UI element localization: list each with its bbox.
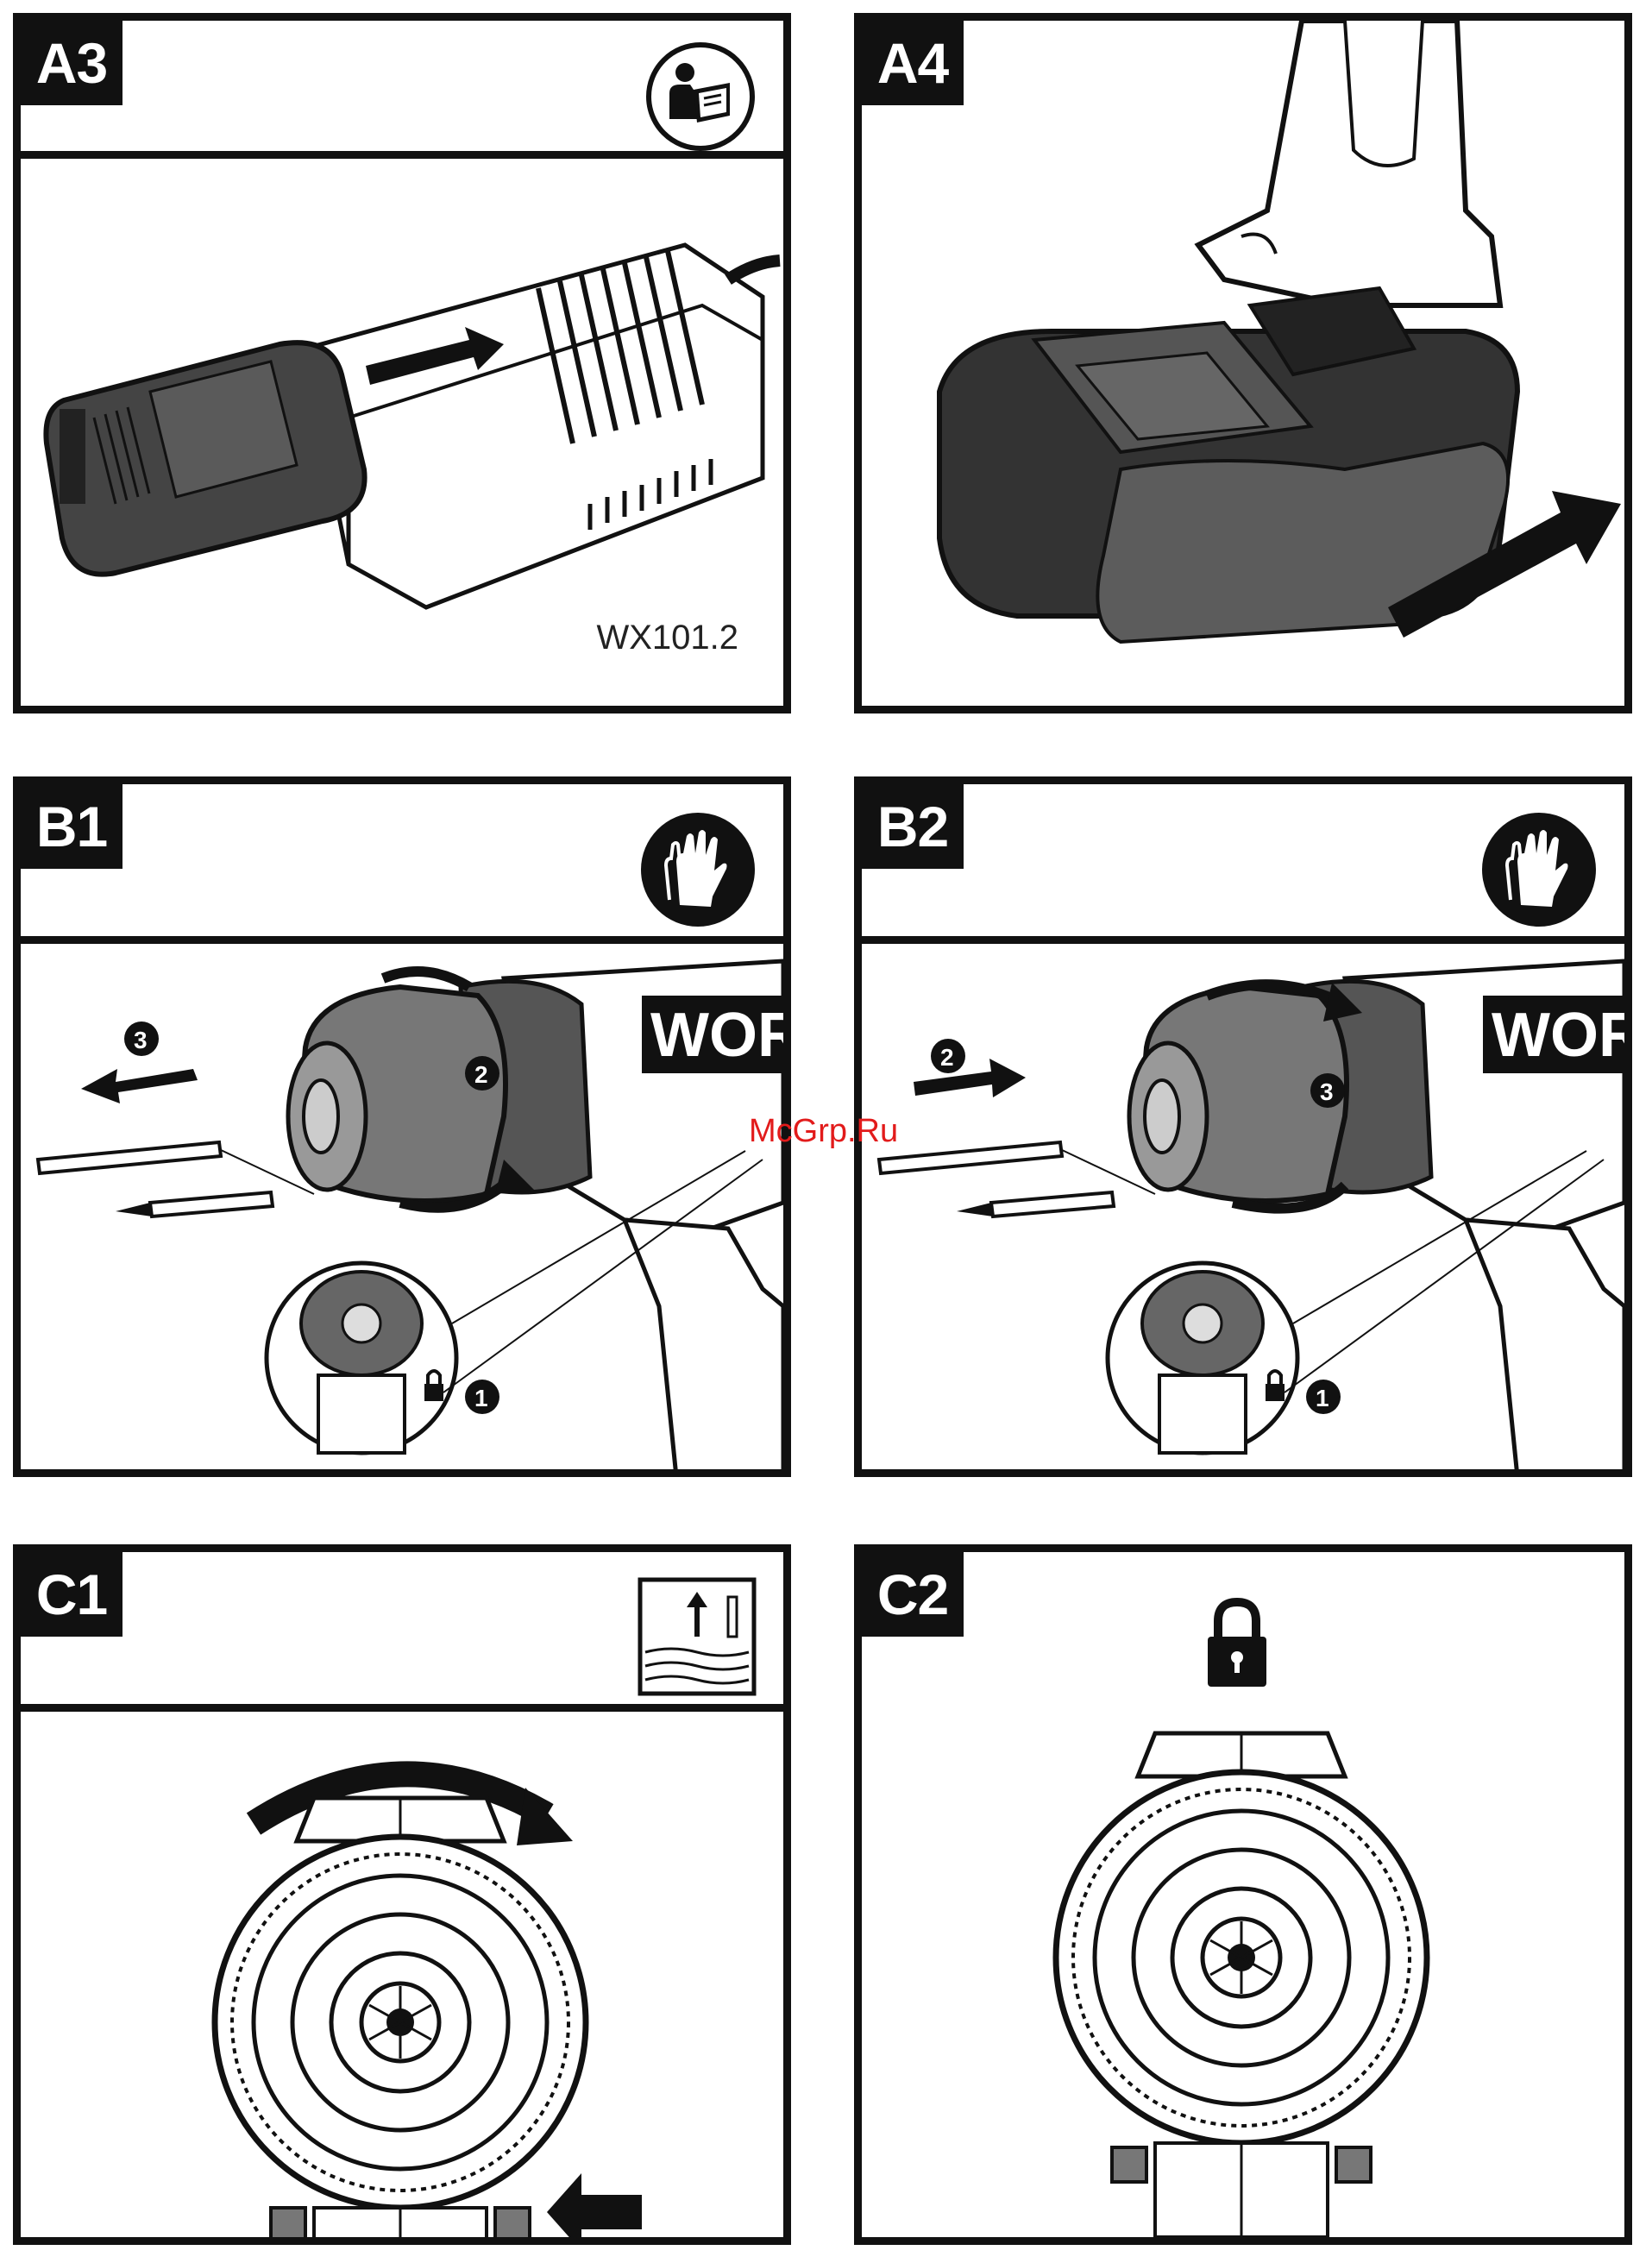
panel-a3: A3 [13, 13, 791, 713]
brand-logo: WOR [1492, 1001, 1624, 1070]
panel-header: C1 [21, 1552, 783, 1712]
torque-collar-illustration [21, 1712, 783, 2237]
panel-label: B1 [21, 784, 122, 869]
brand-logo: WOR [650, 1001, 783, 1070]
panel-header: A3 [21, 21, 783, 159]
panel-header: B2 [862, 784, 1624, 944]
chuck-close-illustration: WOR 3 2 1 [862, 944, 1624, 1469]
watermark: McGrp.Ru [749, 1113, 898, 1150]
panel-b2: B2 WOR 3 2 [854, 776, 1632, 1477]
step-1-badge: 1 [1316, 1385, 1329, 1411]
step-2-badge: 2 [940, 1044, 954, 1071]
locked-collar-illustration [862, 1552, 1624, 2237]
panel-b1: B1 WOR 2 [13, 776, 791, 1477]
step-2-badge: 2 [474, 1061, 488, 1088]
chuck-open-illustration: WOR 2 3 [21, 944, 783, 1469]
panel-header: B1 [21, 784, 783, 944]
tighten-depth-icon [637, 1576, 757, 1701]
panel-c2: C2 [854, 1544, 1632, 2245]
panel-a4: A4 [854, 13, 1632, 713]
gloves-icon [1479, 810, 1599, 933]
panel-label: B2 [862, 784, 964, 869]
model-code: WX101.2 [596, 619, 738, 657]
battery-insert-illustration [862, 21, 1624, 706]
charger-illustration: WX101.2 [21, 159, 783, 706]
step-3-badge: 3 [1320, 1078, 1334, 1105]
step-3-badge: 3 [134, 1027, 148, 1053]
panel-label: A3 [21, 21, 122, 105]
step-1-badge: 1 [474, 1385, 488, 1411]
panel-label: C1 [21, 1552, 122, 1637]
gloves-icon [638, 810, 757, 933]
panel-c1: C1 [13, 1544, 791, 2245]
read-manual-icon [644, 40, 757, 158]
